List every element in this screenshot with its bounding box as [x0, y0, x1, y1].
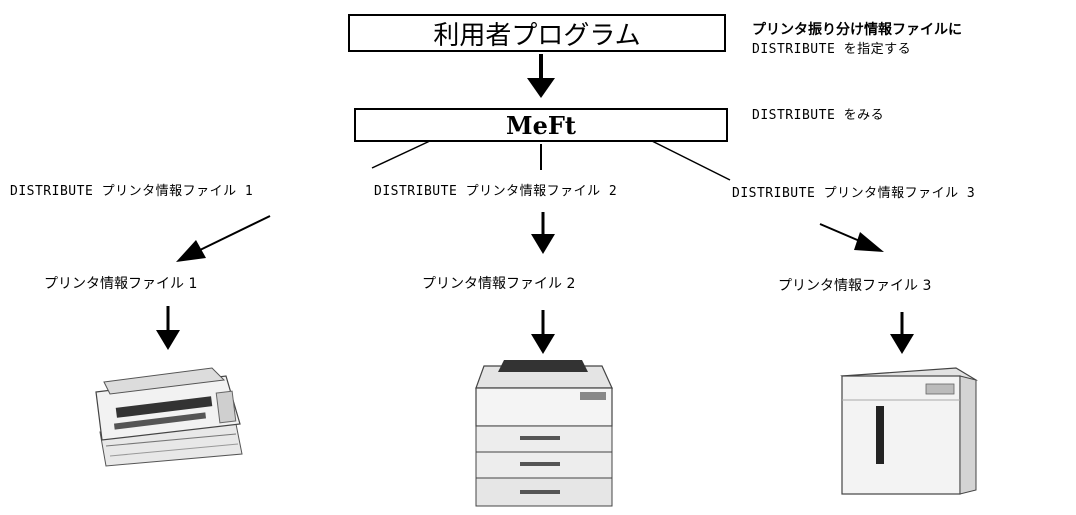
- dot-matrix-printer-icon: [95, 367, 243, 467]
- info-file-label-3: プリンタ情報ファイル 3: [778, 278, 932, 294]
- arrow-top: [527, 54, 555, 98]
- arrow-printer-2: [531, 310, 555, 354]
- meft-box: MeFt: [354, 108, 728, 142]
- user-program-box: 利用者プログラム: [348, 14, 726, 52]
- laser-printer-icon: [475, 360, 613, 507]
- info-file-label-2: プリンタ情報ファイル 2: [422, 276, 576, 292]
- arrow-branch-3: [819, 223, 884, 252]
- info-file-label-1: プリンタ情報ファイル 1: [44, 276, 198, 292]
- note-line-2: DISTRIBUTE を指定する: [752, 42, 912, 57]
- distribute-label-3: DISTRIBUTE プリンタ情報ファイル 3: [732, 186, 976, 201]
- distribute-label-1: DISTRIBUTE プリンタ情報ファイル 1: [10, 184, 254, 199]
- line-printer-icon: [840, 367, 978, 495]
- arrow-branch-2: [531, 212, 555, 254]
- arrow-branch-1: [176, 215, 271, 262]
- user-program-label: 利用者プログラム: [433, 20, 641, 51]
- note-line-3: DISTRIBUTE をみる: [752, 108, 885, 123]
- note-line-1: プリンタ振り分け情報ファイルに: [752, 22, 962, 38]
- branch-line-3: [649, 139, 731, 181]
- branch-line-1: [371, 139, 433, 169]
- arrow-printer-3: [890, 312, 914, 354]
- arrow-printer-1: [156, 306, 180, 350]
- meft-label: MeFt: [506, 110, 576, 140]
- distribute-label-2: DISTRIBUTE プリンタ情報ファイル 2: [374, 184, 618, 199]
